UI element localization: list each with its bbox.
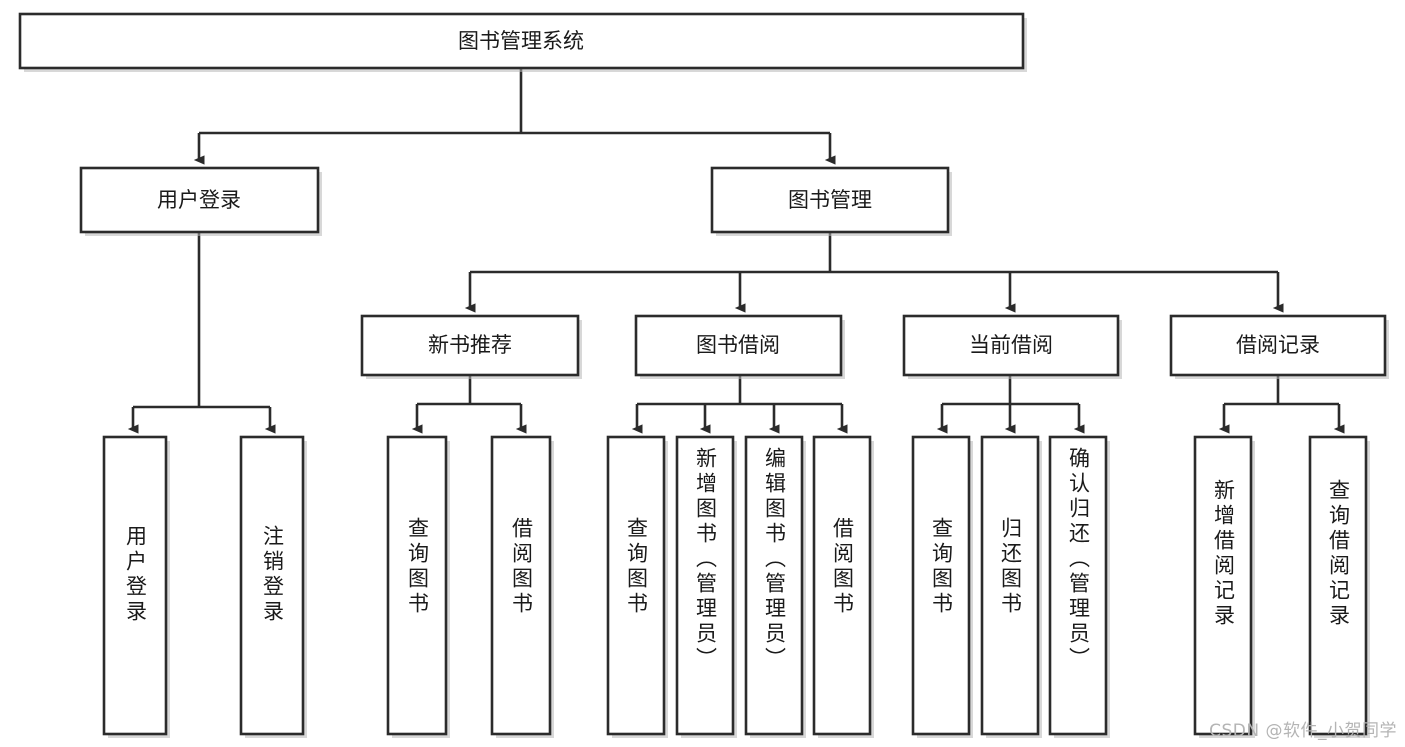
node-book-borrow[interactable]: 图书借阅 [634, 314, 845, 379]
node-new-book-recommend[interactable]: 新书推荐 [360, 314, 582, 379]
node-new-book-recommend-label: 新书推荐 [428, 333, 512, 357]
node-book-manage-label: 图书管理 [788, 188, 872, 212]
node-book-manage[interactable]: 图书管理 [710, 166, 952, 236]
node-user-login-label: 用户登录 [157, 188, 241, 212]
leaf-user-login[interactable] [102, 435, 170, 738]
leaf-query-book-2[interactable] [606, 435, 668, 738]
node-book-borrow-label: 图书借阅 [696, 333, 780, 357]
node-root[interactable]: 图书管理系统 [18, 12, 1027, 72]
leaf-edit-book[interactable] [744, 435, 806, 738]
leaf-borrow-book-2[interactable] [812, 435, 874, 738]
leaf-confirm-return[interactable] [1048, 435, 1110, 738]
leaf-query-book-3[interactable] [911, 435, 973, 738]
leaf-add-record[interactable] [1193, 435, 1255, 738]
node-current-borrow[interactable]: 当前借阅 [902, 314, 1122, 379]
node-current-borrow-label: 当前借阅 [969, 333, 1053, 357]
leaf-borrow-book-1[interactable] [490, 435, 554, 738]
node-borrow-record-label: 借阅记录 [1236, 333, 1320, 357]
node-user-login[interactable]: 用户登录 [79, 166, 322, 236]
node-borrow-record[interactable]: 借阅记录 [1169, 314, 1389, 379]
node-layer: 图书管理系统 用户登录 图书管理 新书推荐 [18, 12, 1389, 738]
leaf-add-book[interactable] [675, 435, 737, 738]
watermark-text: CSDN @软件_小贺同学 [1209, 721, 1397, 741]
leaf-query-book-1[interactable] [386, 435, 450, 738]
leaf-logout-login[interactable] [239, 435, 307, 738]
node-root-label: 图书管理系统 [458, 29, 584, 53]
leaf-query-record[interactable] [1308, 435, 1370, 738]
leaf-return-book[interactable] [980, 435, 1042, 738]
connector-layer [127, 68, 1345, 434]
